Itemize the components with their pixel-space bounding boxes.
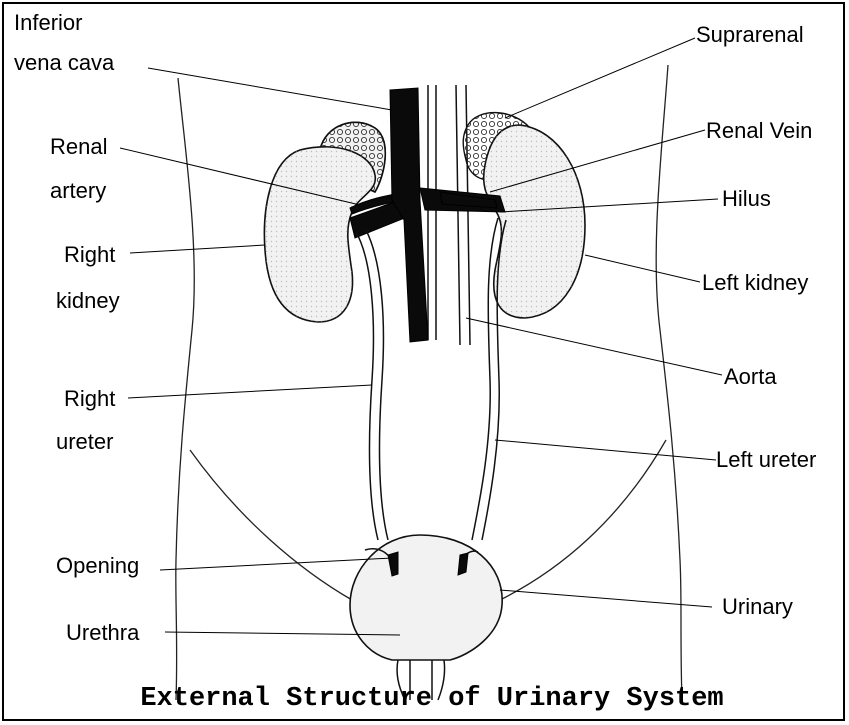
label-renal-artery-1: Renal: [50, 134, 107, 159]
left-kidney: [484, 125, 585, 318]
label-hilus: Hilus: [722, 186, 771, 211]
label-inferior-vena-cava-1: Inferior: [14, 10, 82, 35]
label-renal-vein: Renal Vein: [706, 118, 812, 143]
label-right-kidney-1: Right: [64, 242, 115, 267]
label-left-kidney: Left kidney: [702, 270, 808, 295]
label-urinary: Urinary: [722, 594, 793, 619]
label-left-ureter: Left ureter: [716, 447, 816, 472]
diagram-title: External Structure of Urinary System: [140, 684, 723, 714]
label-renal-artery-2: artery: [50, 178, 106, 203]
urinary-bladder: [350, 535, 502, 660]
label-aorta: Aorta: [724, 364, 777, 389]
label-inferior-vena-cava-2: vena cava: [14, 50, 115, 75]
label-right-kidney-2: kidney: [56, 288, 120, 313]
label-opening: Opening: [56, 553, 139, 578]
ureters: [356, 218, 506, 540]
label-right-ureter-2: ureter: [56, 429, 113, 454]
aorta: [428, 85, 470, 345]
label-suprarenal: Suprarenal: [696, 22, 804, 47]
label-urethra: Urethra: [66, 620, 140, 645]
label-right-ureter-1: Right: [64, 386, 115, 411]
